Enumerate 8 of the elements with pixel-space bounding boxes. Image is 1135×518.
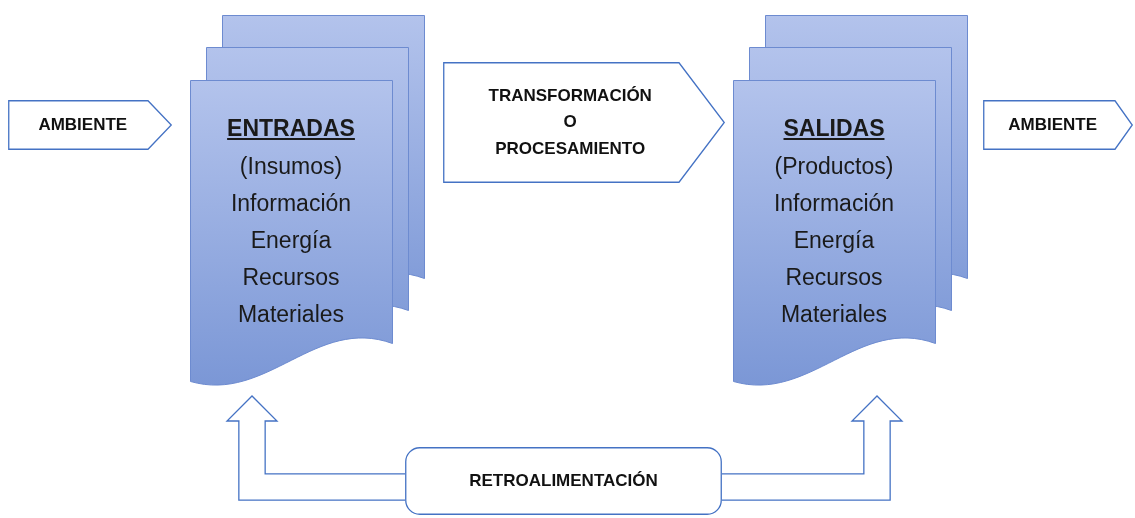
document-text: (Insumos) Información Energía Recursos Materiales: [230, 152, 352, 329]
shape-label: AMBIENTE: [1008, 113, 1097, 136]
document-heading: SALIDAS: [783, 115, 885, 142]
box-label: RETROALIMENTACIÓN: [469, 469, 658, 492]
shape-label: TRANSFORMACIÓN O PROCESAMIENTO: [488, 85, 652, 160]
document-heading: ENTRADAS: [227, 115, 355, 142]
document-text: (Productos) Información Energía Recursos Materiales: [773, 152, 895, 329]
shape-label: AMBIENTE: [38, 113, 128, 136]
